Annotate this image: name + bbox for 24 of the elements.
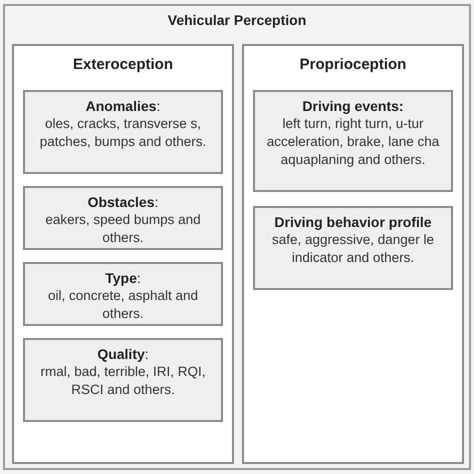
item-box bbox=[23, 186, 223, 250]
item-box bbox=[23, 338, 223, 422]
heading: Anomalies: bbox=[84, 97, 162, 115]
description: oil, concrete, asphalt and others. bbox=[46, 287, 200, 323]
heading: Quality: bbox=[96, 345, 150, 363]
description: eakers, speed bumps and others. bbox=[44, 211, 202, 247]
heading: Driving behavior profile bbox=[273, 213, 433, 231]
heading: Obstacles: bbox=[86, 193, 160, 211]
heading: Driving events: bbox=[301, 97, 405, 115]
heading: Type: bbox=[104, 269, 142, 287]
description: oles, cracks, transverse s, patches, bumps and others. bbox=[38, 115, 208, 151]
description: safe, aggressive, danger le indicator and others. bbox=[270, 231, 436, 267]
group-panel bbox=[3, 4, 471, 470]
heading: Proprioception bbox=[298, 56, 408, 73]
category-panel bbox=[242, 44, 464, 464]
heading: Exteroception bbox=[72, 56, 174, 73]
description: rmal, bad, terrible, IRI, RQI, RSCI and others. bbox=[39, 363, 207, 399]
item-box bbox=[23, 90, 223, 174]
heading: Vehicular Perception bbox=[166, 12, 308, 28]
description: left turn, right turn, u-tur acceleration, brake, lane cha aquaplaning and others. bbox=[266, 115, 440, 169]
item-box bbox=[253, 90, 453, 192]
item-box bbox=[253, 206, 453, 290]
item-box bbox=[23, 262, 223, 326]
category-panel bbox=[12, 44, 234, 464]
